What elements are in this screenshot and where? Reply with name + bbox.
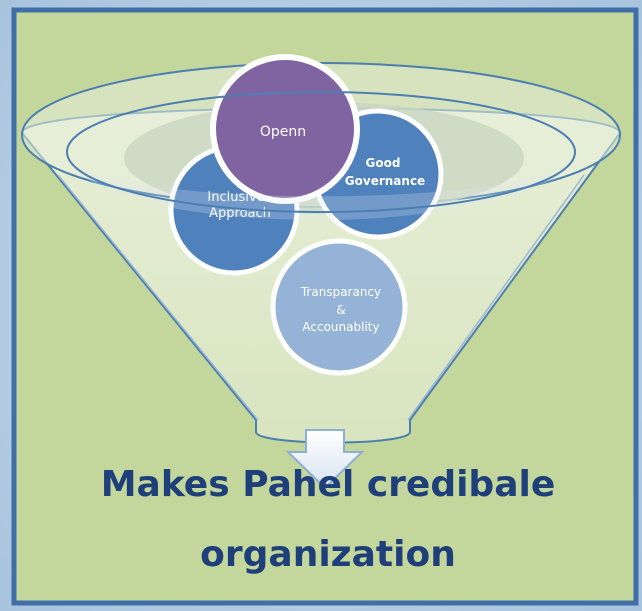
caption-line1: Makes Pahel credibale <box>101 464 556 505</box>
bubble-governance-line2: Governance <box>345 174 425 188</box>
bubble-openn-label: Openn <box>260 124 306 140</box>
funnel-edge-left <box>57 174 259 421</box>
bubble-transparancy-line1: Transparancy <box>300 285 381 299</box>
down-arrow-icon <box>285 429 365 490</box>
bubble-transparancy-line3: Accounablity <box>302 320 379 334</box>
funnel-rim-inner <box>66 91 576 213</box>
caption-line2: organization <box>200 534 456 575</box>
bubble-governance-line1: Good <box>366 156 401 170</box>
funnel-edge-right <box>407 174 585 421</box>
bubble-openn: Openn <box>210 54 360 204</box>
bubble-transparancy-line2: & <box>336 303 345 317</box>
bubble-transparancy: Transparancy & Accounablity <box>270 238 408 376</box>
